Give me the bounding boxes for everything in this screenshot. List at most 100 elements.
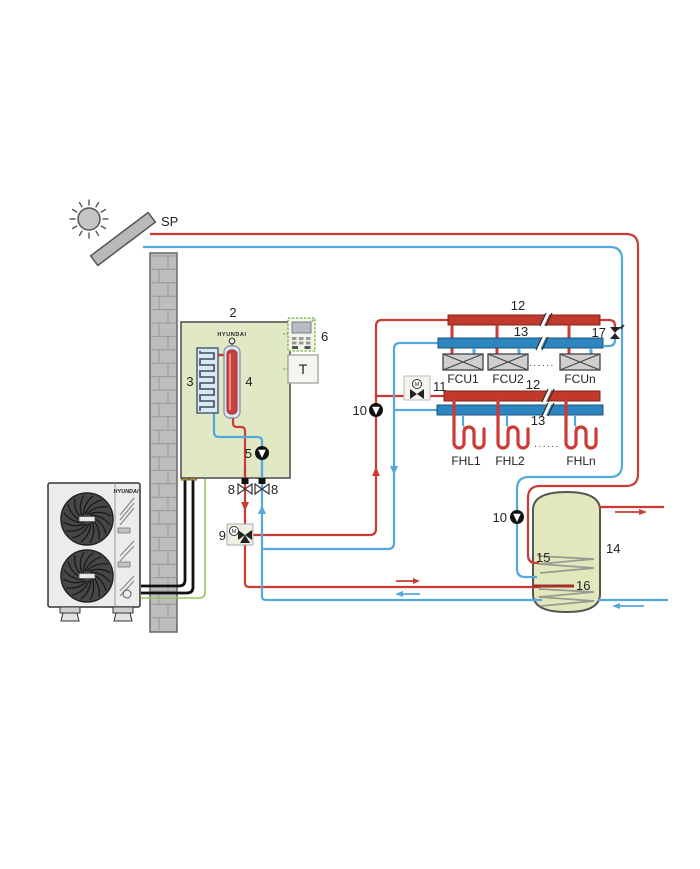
controller-led <box>311 319 314 322</box>
motorized-valve-icon <box>410 389 424 399</box>
flow-arrow-dhw-out <box>639 509 647 515</box>
cold-riser-pipe <box>263 341 440 551</box>
fcu-supply-label: 12 <box>511 298 525 313</box>
fan-icon-top <box>60 492 114 546</box>
shutoff-valves: 8 8 <box>228 478 278 497</box>
brick-wall <box>149 252 178 633</box>
air-vent-icon <box>228 337 236 345</box>
pipe-break-icons <box>535 312 553 351</box>
shutoff-right-label: 8 <box>271 482 278 497</box>
tank-coil-upper <box>537 555 595 574</box>
indoor-brand-logo: HYUNDAI <box>217 332 246 338</box>
fcu1-label: FCU1 <box>447 372 479 386</box>
fhl-supply-label: 12 <box>526 377 540 392</box>
controller-screen <box>291 321 312 334</box>
fhl-return-label: 13 <box>531 413 545 428</box>
shutoff-valve-icon-left <box>237 482 247 496</box>
heat-exchanger-label: 3 <box>186 374 193 389</box>
flow-arrow-left-return <box>395 591 403 597</box>
fcu-section: ...... FCU1 FCU2 FCUn 12 13 17 <box>437 298 625 386</box>
fhl-loops-group <box>452 399 598 450</box>
fcu-boxes <box>442 353 601 371</box>
dhw-stubs <box>598 505 668 609</box>
dhw-tank <box>532 490 601 614</box>
hx-inlet-pipe <box>212 413 264 478</box>
motorized-valve-label: 11 <box>433 379 447 394</box>
pump-solar-label: 10 <box>493 510 507 525</box>
shutoff-valve-icon-right <box>254 482 264 496</box>
flow-arrows <box>241 466 420 597</box>
fcu-ellipsis: ...... <box>529 358 555 369</box>
shutoff-left-label: 8 <box>228 482 235 497</box>
heat-exchanger <box>196 347 219 414</box>
hot-riser-pipe <box>253 318 450 537</box>
unit-feet <box>59 606 134 622</box>
bypass-valve-label: 17 <box>592 325 606 340</box>
coil-upper-label: 15 <box>536 550 550 565</box>
fhl-supply-header <box>443 390 601 402</box>
backup-heater <box>223 337 241 419</box>
flow-arrow-cold-in <box>612 603 620 609</box>
louver-vents <box>119 497 135 597</box>
hot-supply-pipe <box>243 467 540 589</box>
brick-joints <box>151 255 176 630</box>
fhl-loop-1 <box>452 399 486 450</box>
motorized-valve: M 11 <box>403 375 447 401</box>
tank-label: 14 <box>606 541 620 556</box>
coil-lower-label: 16 <box>576 578 590 593</box>
controller: 6 <box>287 317 328 352</box>
pump-indoor-label: 5 <box>245 446 252 461</box>
controller-label: 6 <box>321 329 328 344</box>
flow-arrow-down-riser <box>390 466 398 475</box>
flow-arrow-right-tank <box>413 578 420 584</box>
fcu-box-2 <box>487 353 529 371</box>
thermostat-label: T <box>299 361 308 377</box>
fhln-label: FHLn <box>566 454 595 468</box>
pump-indoor: 5 <box>245 446 269 461</box>
fcu-box-1 <box>442 353 484 371</box>
fhl1-label: FHL1 <box>451 454 481 468</box>
cold-return-pipe <box>260 467 542 602</box>
indoor-unit-label: 2 <box>229 305 236 320</box>
solar-panel <box>89 211 157 267</box>
fcun-label: FCUn <box>564 372 595 386</box>
thermostat-box: T <box>287 354 319 384</box>
fhl2-label: FHL2 <box>495 454 525 468</box>
three-way-valve-label: 9 <box>219 528 226 543</box>
bypass-valve-icon <box>610 327 620 339</box>
motor-m-11: M <box>415 382 420 388</box>
solar-pipes <box>143 232 640 579</box>
fhl-section: ...... FHL1 FHL2 FHLn 12 13 <box>436 377 604 468</box>
pipe-break-icons-fhl <box>541 388 555 417</box>
comm-wire <box>141 478 206 599</box>
fhl-ellipsis: ...... <box>534 439 560 450</box>
three-way-valve: M 9 <box>219 523 254 546</box>
heater-outlet-pipe <box>231 418 247 478</box>
outdoor-unit: HYUNDAI <box>47 482 141 622</box>
fcu-return-label: 13 <box>514 324 528 339</box>
pump-heating-label: 10 <box>353 403 367 418</box>
pump-space-heating: 10 <box>353 403 383 418</box>
fhl-loop-n <box>564 399 598 450</box>
tank-coil-lower <box>538 588 595 607</box>
solar-assembly: SP <box>69 199 178 267</box>
tank-internals: 15 16 14 <box>533 505 668 609</box>
fhl-return-header <box>436 404 604 416</box>
coil-icon <box>199 351 215 411</box>
nameplate <box>117 527 131 534</box>
fcu-box-n <box>559 353 601 371</box>
solar-panel-label: SP <box>161 214 178 229</box>
fan-icon-bottom <box>60 549 114 603</box>
nameplate2 <box>117 561 131 568</box>
bypass-valve: 17 <box>592 318 625 348</box>
flow-arrow-up-riser <box>372 467 380 476</box>
pump-solar: 10 <box>493 510 524 525</box>
flow-arrow-down-hot <box>241 502 249 511</box>
backup-heater-label: 4 <box>245 374 252 389</box>
indoor-unit: HYUNDAI 5 2 3 4 <box>180 305 291 479</box>
sun-icon <box>69 199 109 239</box>
fcu-return-header <box>437 337 604 349</box>
controller-group: 6 T <box>283 317 328 384</box>
